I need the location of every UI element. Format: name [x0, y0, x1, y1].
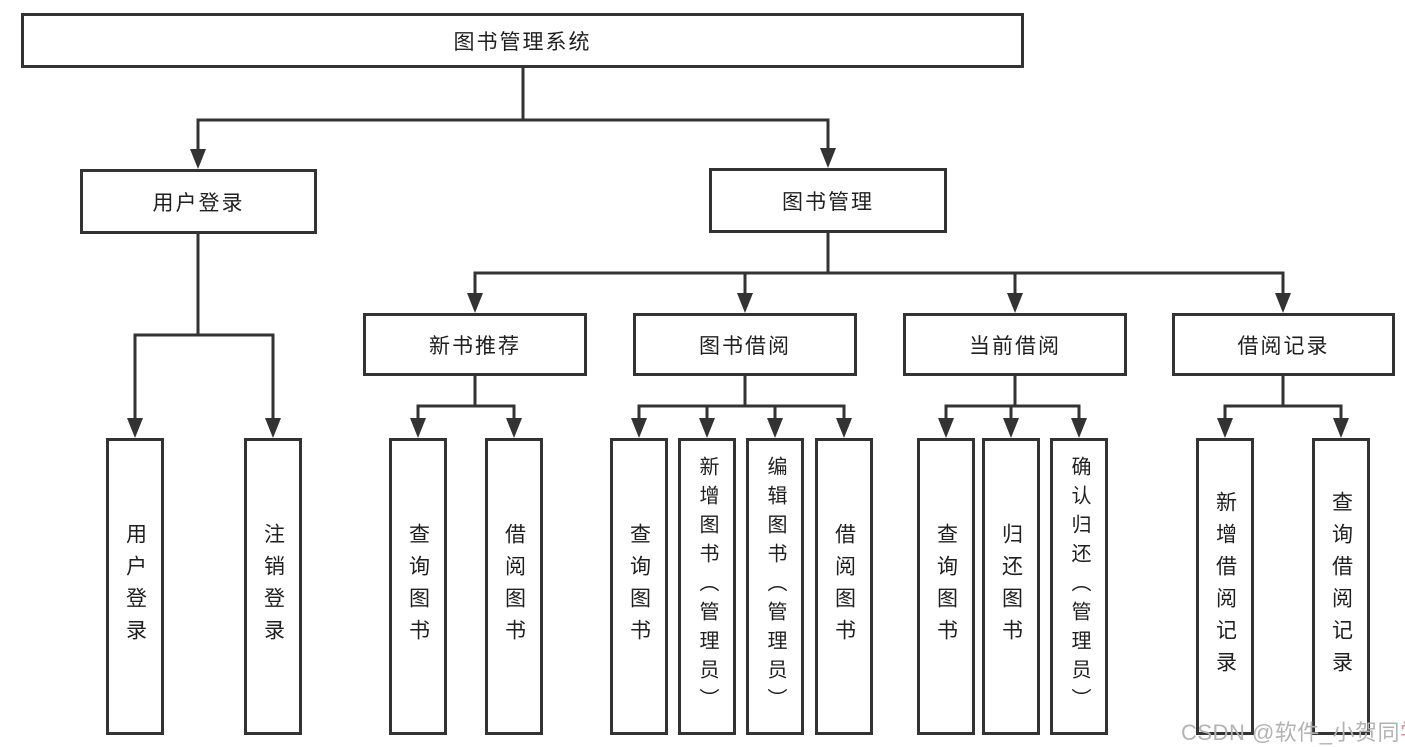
node-query-books-borrowing: 查询图书	[610, 438, 668, 735]
node-borrow-books-leaf: 借阅图书	[815, 438, 873, 735]
node-user-login: 用户登录	[80, 169, 317, 234]
node-new-book-recommend: 新书推荐	[363, 313, 587, 376]
node-user-login-leaf: 用户登录	[106, 438, 164, 735]
node-label: 确认归还（管理员）	[1068, 456, 1090, 717]
node-library-system: 图书管理系统	[21, 13, 1024, 68]
watermark: CSDN @软件_小贺同学	[1181, 715, 1405, 747]
node-label: 归还图书	[999, 522, 1023, 651]
node-label: 查询图书	[406, 522, 430, 651]
node-label: 新增图书（管理员）	[696, 456, 718, 717]
node-label: 查询图书	[627, 522, 651, 651]
node-edit-book-admin: 编辑图书（管理员）	[746, 438, 804, 735]
node-label: 借阅记录	[1237, 334, 1330, 358]
node-label: 图书管理系统	[453, 30, 592, 54]
node-label: 借阅图书	[832, 522, 856, 651]
node-book-borrowing: 图书借阅	[633, 313, 857, 376]
node-label: 注销登录	[261, 522, 285, 651]
node-logout: 注销登录	[244, 438, 302, 735]
node-borrowing-records: 借阅记录	[1172, 313, 1395, 376]
node-query-books-current: 查询图书	[917, 438, 975, 735]
node-return-books: 归还图书	[982, 438, 1040, 735]
node-borrow-books-recommend: 借阅图书	[485, 438, 543, 735]
arrowheads	[127, 148, 1349, 438]
node-label: 当前借阅	[969, 334, 1061, 358]
node-label: 借阅图书	[502, 522, 526, 651]
watermark-accent: 学	[1400, 720, 1405, 745]
node-label: 用户登录	[123, 522, 147, 651]
node-query-books-recommend: 查询图书	[389, 438, 447, 735]
node-label: 用户登录	[152, 191, 245, 215]
watermark-text: CSDN @软件_小贺同	[1181, 720, 1401, 745]
node-label: 查询借阅记录	[1329, 490, 1353, 683]
node-add-borrow-record: 新增借阅记录	[1196, 438, 1254, 735]
node-label: 新增借阅记录	[1213, 490, 1237, 683]
node-label: 查询图书	[934, 522, 958, 651]
node-label: 图书借阅	[699, 334, 791, 358]
node-book-management: 图书管理	[709, 168, 947, 233]
node-current-borrowing: 当前借阅	[903, 313, 1127, 376]
node-query-borrow-record: 查询借阅记录	[1312, 438, 1370, 735]
node-confirm-return-admin: 确认归还（管理员）	[1050, 438, 1108, 735]
node-label: 编辑图书（管理员）	[764, 456, 786, 717]
node-label: 新书推荐	[429, 334, 521, 358]
node-label: 图书管理	[782, 190, 874, 214]
node-add-book-admin: 新增图书（管理员）	[678, 438, 736, 735]
